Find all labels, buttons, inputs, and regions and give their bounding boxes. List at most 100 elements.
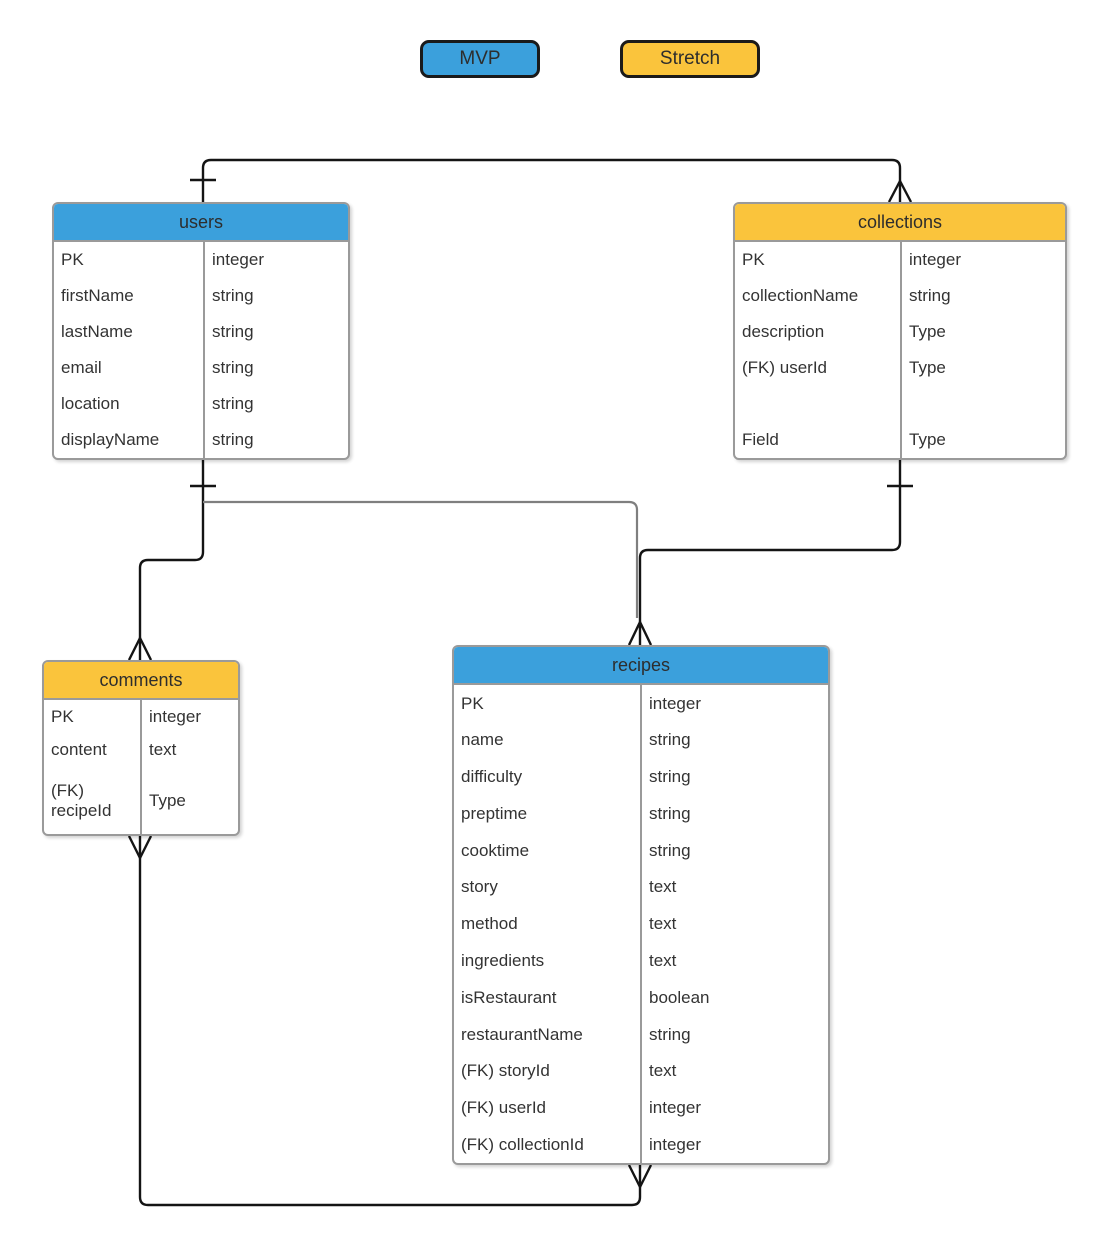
legend-mvp-button[interactable]: MVP [420, 40, 540, 78]
field-cell: method [454, 905, 642, 943]
type-cell: text [149, 740, 177, 760]
field-cell: PK [735, 242, 902, 278]
table-row: (FK) recipeId Type [44, 767, 238, 834]
type-cell: string [649, 1024, 691, 1044]
field-cell: cooktime [454, 832, 642, 869]
field-cell: ingredients [454, 942, 642, 980]
field-cell: displayName [54, 422, 205, 458]
table-row: cooktime string [454, 832, 828, 869]
type-cell: string [212, 394, 254, 414]
crowfoot-many-icon [627, 1164, 653, 1188]
type-cell: string [649, 803, 691, 823]
field-cell [735, 386, 902, 422]
crowfoot-many-icon [127, 637, 153, 661]
type-cell: integer [649, 693, 701, 713]
type-cell: string [212, 322, 254, 342]
type-cell: integer [649, 1134, 701, 1154]
table-header: users [54, 204, 348, 242]
table-row: PK integer [54, 242, 348, 278]
type-cell: integer [212, 250, 264, 270]
legend-stretch-button[interactable]: Stretch [620, 40, 760, 78]
legend-stretch-label: Stretch [659, 48, 721, 69]
field-cell: preptime [454, 795, 642, 833]
connector-users-collections [190, 158, 913, 203]
type-cell: string [649, 730, 691, 750]
table-row: preptime string [454, 795, 828, 833]
table-row: ingredients text [454, 942, 828, 980]
connector-collections-recipes [627, 460, 913, 646]
table-row: firstName string [54, 278, 348, 314]
field-cell: (FK) userId [454, 1089, 642, 1127]
table-row: lastName string [54, 314, 348, 350]
field-cell: (FK) recipeId [44, 767, 142, 834]
table-row: PK integer [454, 685, 828, 722]
table-row: email string [54, 350, 348, 386]
field-cell: PK [454, 685, 642, 722]
type-cell: Type [149, 790, 186, 810]
table-row: (FK) storyId text [454, 1052, 828, 1090]
type-cell: string [649, 840, 691, 860]
type-cell: string [212, 358, 254, 378]
table-header: comments [44, 662, 238, 700]
connector-users-recipes [203, 500, 639, 618]
table-row: restaurantName string [454, 1015, 828, 1053]
legend-mvp-label: MVP [459, 48, 501, 69]
type-cell: boolean [649, 987, 710, 1007]
field-cell: Field [735, 422, 902, 458]
field-cell: firstName [54, 278, 205, 314]
field-cell: restaurantName [454, 1015, 642, 1053]
field-cell: (FK) userId [735, 350, 902, 386]
table-row-blank [735, 386, 1065, 422]
table-row: Field Type [735, 422, 1065, 458]
table-row: content text [44, 733, 238, 767]
type-cell: integer [909, 250, 961, 270]
type-cell: string [212, 286, 254, 306]
type-cell: text [649, 914, 677, 934]
field-cell: (FK) storyId [454, 1052, 642, 1090]
field-cell: lastName [54, 314, 205, 350]
type-cell: text [649, 877, 677, 897]
field-cell: PK [44, 700, 142, 734]
type-cell [902, 386, 1065, 422]
table-header: collections [735, 204, 1065, 242]
field-cell: (FK) collectionId [454, 1126, 642, 1163]
table-row: (FK) collectionId integer [454, 1126, 828, 1163]
table-row: PK integer [735, 242, 1065, 278]
crowfoot-many-icon [127, 835, 153, 859]
type-cell: text [649, 950, 677, 970]
field-cell: content [44, 733, 142, 767]
field-cell: email [54, 350, 205, 386]
type-cell: Type [909, 358, 946, 378]
field-cell: location [54, 386, 205, 422]
field-cell: name [454, 721, 642, 759]
crowfoot-many-icon [627, 621, 653, 646]
type-cell: Type [909, 430, 946, 450]
table-header: recipes [454, 647, 828, 685]
field-cell: description [735, 314, 902, 350]
field-cell: difficulty [454, 758, 642, 796]
type-cell: string [909, 286, 951, 306]
table-row: name string [454, 721, 828, 759]
table-row: method text [454, 905, 828, 943]
type-cell: string [212, 430, 254, 450]
crowfoot-many-icon [887, 180, 913, 203]
type-cell: text [649, 1061, 677, 1081]
field-cell: PK [54, 242, 205, 278]
connector-comments-recipes [127, 835, 653, 1207]
